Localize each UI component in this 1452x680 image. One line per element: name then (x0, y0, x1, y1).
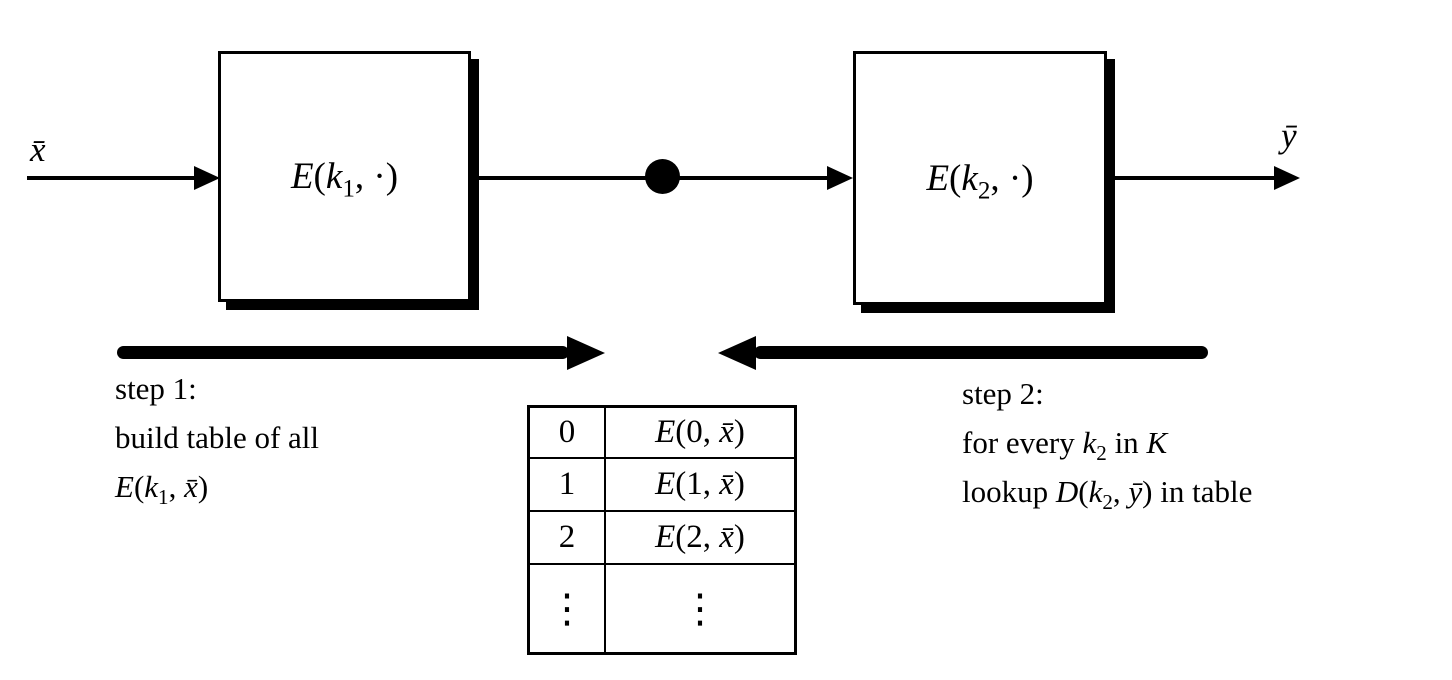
table-row-2-value: E(2, x̄) (655, 519, 745, 556)
table-row-0-key-cell: 0 (530, 408, 606, 459)
cipher-box-2-label: E(k2, ·) (926, 157, 1034, 203)
step2-line3-key: k (1088, 474, 1103, 509)
box1-rest: , ·) (354, 156, 399, 197)
step2-line1: step 2: (962, 376, 1044, 411)
box1-key-subscript: 1 (342, 175, 355, 203)
input-arrowhead-icon (194, 166, 220, 190)
box2-key-subscript: 2 (977, 176, 991, 204)
box1-open-paren: ( (313, 156, 326, 197)
output-label-text: ȳ (1281, 116, 1297, 155)
step1-math-close-paren: ) (197, 469, 209, 504)
table-row-2-key: 2 (558, 519, 576, 555)
table-row-0-value: E(0, x̄) (655, 414, 745, 451)
table-row-0-pre: (0, (675, 414, 720, 450)
step1-math-fn: E (115, 469, 134, 504)
step2-line2-key: k (1082, 425, 1097, 460)
box2-rest: , ·) (990, 157, 1034, 199)
box1-key: k (325, 156, 343, 197)
step2-line3-comma: , (1112, 474, 1129, 509)
table-row-1-key-cell: 1 (530, 459, 606, 512)
table-row-1-arg: x̄ (719, 466, 734, 502)
step2-line3-pre: lookup (962, 474, 1056, 509)
table-row-1-fn: E (655, 466, 676, 502)
table-row-1-post: ) (733, 466, 745, 502)
box2-open-paren: ( (949, 157, 962, 199)
cipher-box-1-label: E(k1, ·) (290, 155, 399, 201)
output-arrowhead-icon (1274, 166, 1300, 190)
step1-line1: step 1: (115, 371, 197, 406)
input-wire (27, 176, 203, 180)
table-row-3-key-cell: ⋮ (530, 565, 606, 652)
table-row-1-value: E(1, x̄) (655, 466, 745, 503)
cipher-box-2: E(k2, ·) (853, 51, 1107, 305)
step1-math-arg: x̄ (184, 469, 198, 504)
step2-line3: lookup D(k2, ȳ) in table (962, 467, 1252, 516)
table-row-2-value-cell: E(2, x̄) (606, 512, 794, 565)
step1-math-subscript: 1 (158, 485, 169, 510)
input-label: x̄ (30, 130, 46, 170)
step1-arrow-shaft (117, 346, 569, 359)
step2-line2-pre: for every (962, 425, 1083, 460)
key-table: 0 E(0, x̄) 1 E(1, x̄) 2 E(2, x̄) ⋮ ⋮ (527, 405, 797, 655)
table-row-2-arg: x̄ (719, 519, 734, 555)
step2-line3-open-paren: ( (1078, 474, 1089, 509)
box1-fn: E (290, 156, 314, 197)
step2-line3-post: in table (1152, 474, 1253, 509)
step2-line2-mid: in (1106, 425, 1147, 460)
table-row-2-fn: E (655, 519, 676, 555)
table-row-0-arg: x̄ (719, 414, 734, 450)
step2-caption: step 2: for every k2 in K lookup D(k2, ȳ… (962, 369, 1252, 516)
table-row-2-key-cell: 2 (530, 512, 606, 565)
box2-key: k (961, 157, 978, 199)
step2-line3-arg: ȳ (1128, 474, 1143, 509)
middle-arrowhead-icon (827, 166, 853, 190)
table-row-1-value-cell: E(1, x̄) (606, 459, 794, 512)
table-row-3-value-cell: ⋮ (606, 565, 794, 652)
step2-line3-fn: D (1055, 474, 1079, 509)
table-row-2-pre: (2, (675, 519, 720, 555)
table-row-3-vdots: ⋮ (547, 585, 587, 632)
step1-math-comma: , (168, 469, 185, 504)
step2-line3-subscript: 2 (1102, 490, 1113, 515)
table-row-0-key: 0 (558, 414, 576, 450)
step1-math-key: k (144, 469, 159, 504)
step1-line2: build table of all (115, 420, 320, 455)
step2-line3-close-paren: ) (1142, 474, 1153, 509)
output-wire (1107, 176, 1277, 180)
table-row-0-value-cell: E(0, x̄) (606, 408, 794, 459)
input-label-text: x̄ (30, 130, 46, 169)
output-label: ȳ (1281, 116, 1297, 156)
table-row-3-value-vdots: ⋮ (680, 585, 720, 632)
step1-arrowhead-icon (567, 336, 605, 370)
step1-caption: step 1: build table of all E(k1, x̄) (115, 364, 319, 511)
step1-line3: E(k1, x̄) (115, 462, 319, 511)
box2-fn: E (926, 157, 950, 199)
step2-line2-subscript: 2 (1096, 441, 1107, 466)
step2-arrowhead-icon (718, 336, 756, 370)
step2-line2: for every k2 in K (962, 418, 1252, 467)
table-row-0-post: ) (733, 414, 745, 450)
table-row-2-post: ) (733, 519, 745, 555)
table-row-1-pre: (1, (675, 466, 720, 502)
step1-math-open-paren: ( (133, 469, 145, 504)
step2-keyspace-symbol: K (1146, 425, 1168, 460)
cipher-box-1: E(k1, ·) (218, 51, 471, 302)
table-row-0-fn: E (655, 414, 676, 450)
junction-dot (645, 159, 680, 194)
table-row-1-key: 1 (558, 466, 576, 502)
step2-arrow-shaft (754, 346, 1208, 359)
